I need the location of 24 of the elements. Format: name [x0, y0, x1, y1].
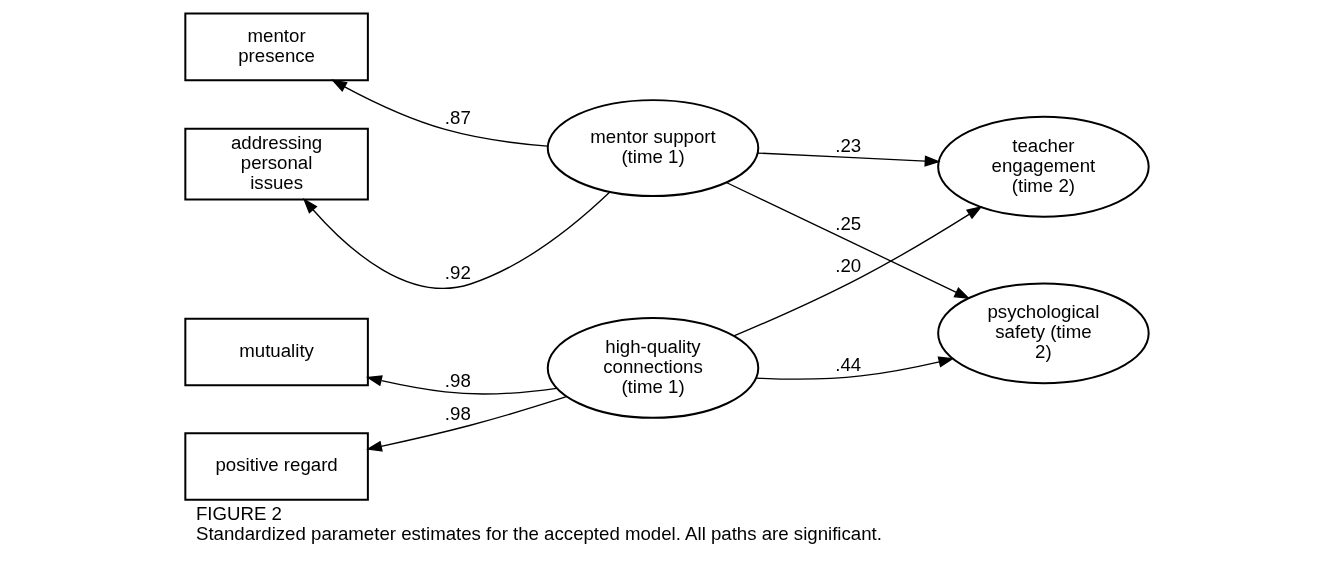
node-ellipse: high-quality connections (time 1)	[546, 317, 759, 419]
node-box: mutuality	[183, 317, 369, 387]
edge-label: .98	[444, 403, 471, 425]
arrow	[755, 356, 954, 380]
edge-label: .44	[834, 353, 861, 375]
arrow	[732, 205, 982, 337]
node-ellipse: mentor support (time 1)	[546, 99, 759, 198]
arrow	[756, 152, 941, 167]
diagram-title: FIGURE 2	[195, 503, 282, 525]
node-box: positive regard	[183, 432, 369, 501]
arrow	[330, 79, 548, 147]
caption: Standardized parameter estimates for the accepted model. All paths are significant.	[195, 523, 882, 545]
arrow	[365, 396, 567, 452]
node-box: mentor presence	[183, 12, 369, 82]
edge-label: .20	[834, 255, 861, 277]
edge-label: .25	[834, 212, 861, 234]
arrow	[365, 375, 557, 395]
edge-label: .92	[444, 261, 471, 283]
edge-label: .23	[834, 135, 861, 157]
node-box: addressing personal issues	[183, 127, 369, 201]
arrow	[302, 191, 611, 289]
edge-label: .98	[444, 369, 471, 391]
edge-label: .87	[444, 107, 471, 129]
arrow	[725, 181, 970, 299]
